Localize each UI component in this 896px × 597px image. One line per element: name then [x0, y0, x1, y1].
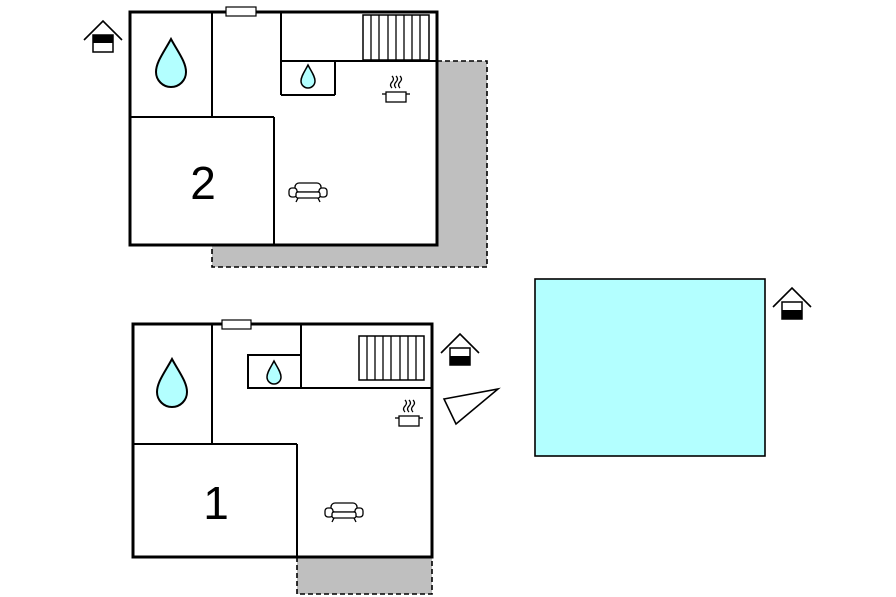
sink-drop-icon [266, 359, 282, 385]
swimming-pool [534, 278, 766, 457]
sofa-icon [324, 502, 364, 523]
stairs-icon [358, 335, 425, 381]
cooking-pot-icon [395, 399, 423, 427]
sofa-icon [288, 182, 328, 203]
stairs-icon [362, 14, 430, 61]
terrace-area-lower [297, 557, 432, 594]
room-label-lower: 1 [203, 477, 229, 529]
house-icon [440, 332, 480, 366]
window-lower [221, 319, 252, 330]
water-drop-icon [154, 36, 188, 88]
window-upper [225, 6, 257, 17]
terrace-outline-upper [211, 60, 488, 268]
house-icon [772, 286, 812, 320]
outer-wall-lower [131, 322, 434, 559]
water-drop-icon [155, 356, 189, 408]
room-label-upper: 2 [190, 157, 216, 209]
house-icon [83, 19, 123, 53]
cooking-pot-icon [382, 75, 410, 103]
direction-marker [442, 387, 501, 426]
floor-lower: 1 [131, 319, 480, 595]
floor-upper: 2 [83, 6, 488, 268]
sink-drop-icon [300, 63, 316, 89]
terrace-outline-lower [296, 557, 433, 595]
outdoor-area [442, 278, 812, 457]
